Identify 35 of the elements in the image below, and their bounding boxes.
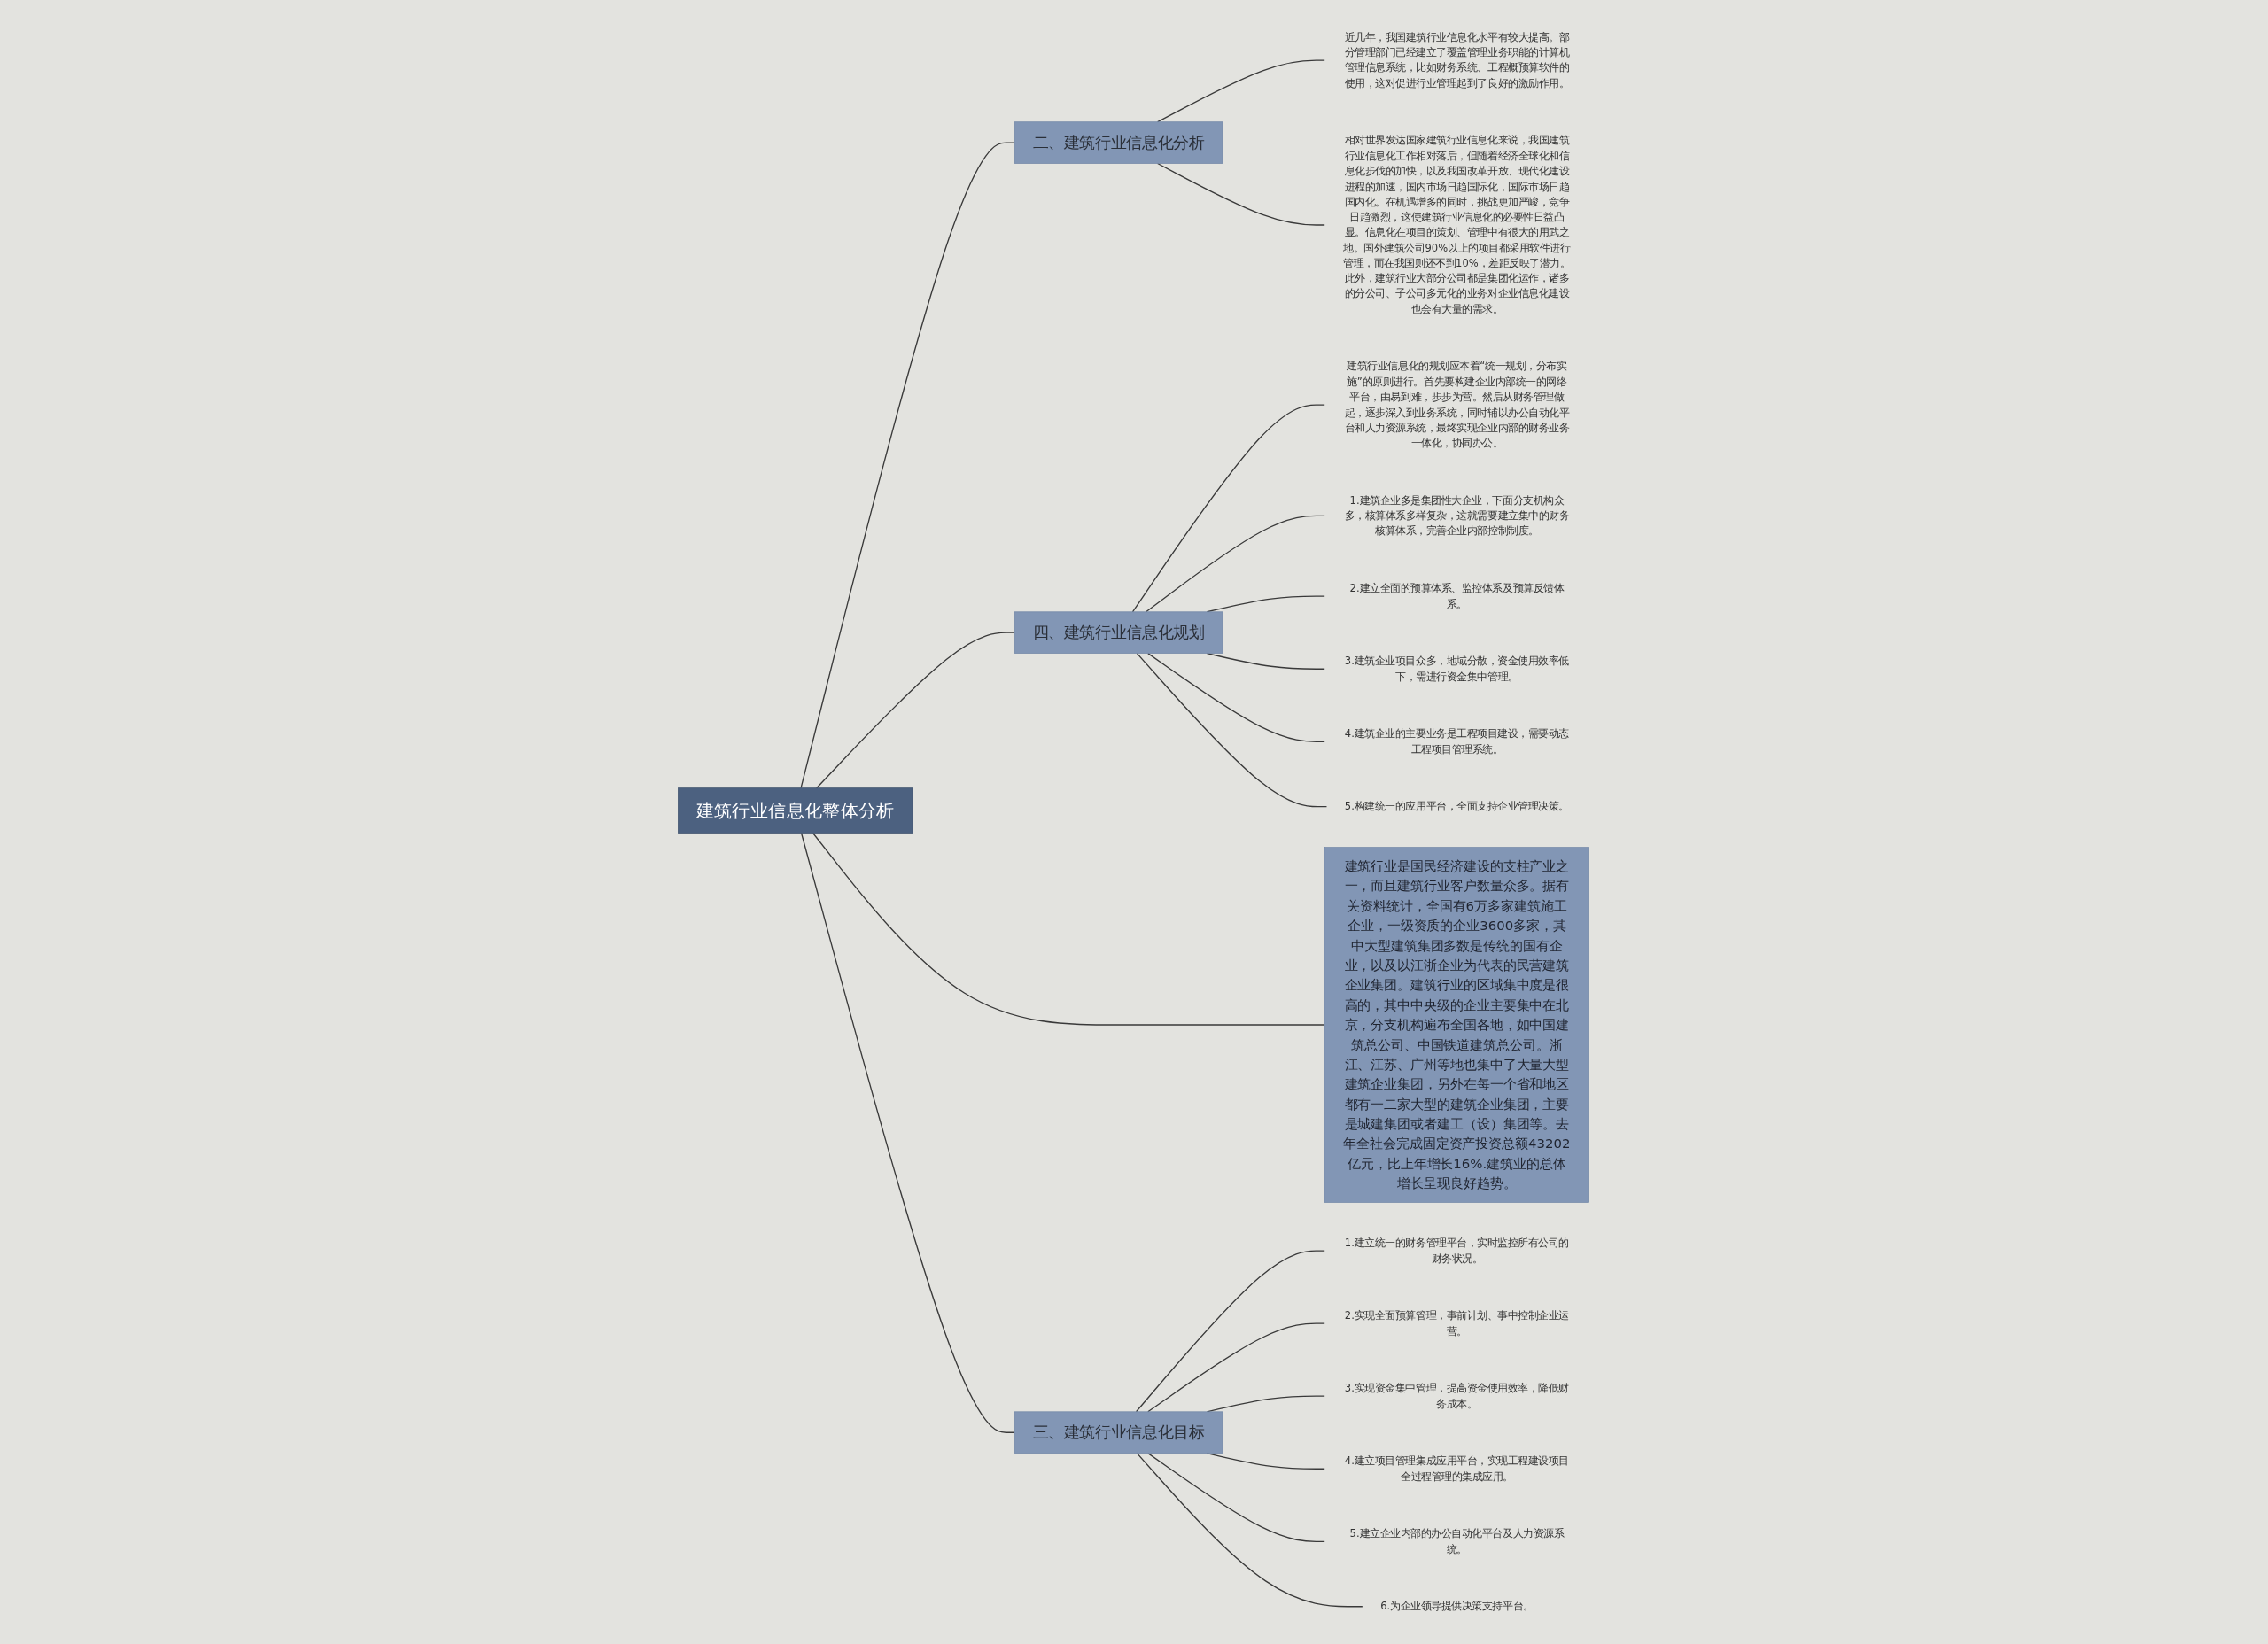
connector xyxy=(1147,1452,1326,1542)
connector xyxy=(1207,1452,1326,1470)
connector xyxy=(816,632,1016,789)
connector xyxy=(1157,59,1326,123)
node-text: 6.为企业领导提供决策支持平台。 xyxy=(1380,1600,1534,1613)
connector xyxy=(1147,1322,1326,1413)
node-text: 建筑行业信息化的规划应本着“统一规划，分布实施”的原则进行。首先要构建企业内部统一的网络平台，由易到难，步步为营。然后从财务管理做起，逐步深入到业务系统，同时辅以办公自动化平台和人力资源系统，最终实现企业内部的财务业务一体化，协同办公。 xyxy=(1345,360,1570,449)
node-text: 相对世界发达国家建筑行业信息化来说，我国建筑行业信息化工作相对落后，但随着经济全球化和信息化步伐的加快，以及我国改革开放、现代化建设进程的加速，国内市场日趋国际化，国际市场日趋国内化。在机遇增多的同时，挑战更加严峻，竞争日趋激烈，这使建筑行业信息化的必要性日益凸显。信息化在项目的策划、管理中有很大的用武之地。国外建筑公司90%以上的项目都采用软件进行管理，而在我国则还不到10%，差距反映了潜力。此外，建筑行业大部分公司都是集团化运作，诸多的分公司、子公司多元化的业务对企业信息化建设也会有大量的需求。 xyxy=(1343,134,1571,315)
node-text: 3.实现资金集中管理，提高资金使用效率，降低财务成本。 xyxy=(1345,1382,1570,1410)
connector xyxy=(800,142,1016,789)
node-text: 2.实现全面预算管理，事前计划、事中控制企业运营。 xyxy=(1345,1309,1570,1338)
node-text: 1.建立统一的财务管理平台，实时监控所有公司的财务状况。 xyxy=(1345,1237,1570,1264)
connector xyxy=(1136,1250,1326,1413)
connector xyxy=(1147,652,1326,742)
node-box: 二、建筑行业信息化分析 xyxy=(1014,121,1223,164)
node-text: 5.建立企业内部的办公自动化平台及人力资源系统。 xyxy=(1350,1527,1565,1555)
connector xyxy=(1207,652,1326,670)
connector xyxy=(1137,1452,1363,1608)
node-text: 3.建筑企业项目众多，地域分散，资金使用效率低下，需进行资金集中管理。 xyxy=(1345,655,1570,683)
connector xyxy=(1132,404,1326,613)
node-box: 四、建筑行业信息化规划 xyxy=(1014,611,1223,654)
connector xyxy=(1137,652,1328,808)
node-box: 建筑行业信息化整体分析 xyxy=(678,787,913,834)
connector xyxy=(1146,515,1326,613)
node-text: 4.建立项目管理集成应用平台，实现工程建设项目全过程管理的集成应用。 xyxy=(1345,1454,1570,1483)
node-box: 三、建筑行业信息化目标 xyxy=(1014,1411,1223,1454)
connector xyxy=(812,832,1326,1026)
node-text: 2.建立全面的预算体系、监控体系及预算反馈体系。 xyxy=(1350,582,1565,610)
node-text: 1.建筑企业多是集团性大企业，下面分支机构众多，核算体系多样复杂，这就需要建立集中的财务核算体系，完善企业内部控制制度。 xyxy=(1345,493,1570,538)
node-box: 建筑行业是国民经济建设的支柱产业之一，而且建筑行业客户数量众多。据有关资料统计，全国有6万多家建筑施工企业，一级资质的企业3600多家，其中大型建筑集团多数是传统的国有企业，以及以江浙企业为代表的民营建筑企业集团。建筑行业的区域集中度是很高的，其中中央级的企业主要集中在北京，分支机构遍布全国各地，如中国建筑总公司、中国铁道建筑总公司。浙江、江苏、广州等地也集中了大量大型建筑企业集团，另外在每一个省和地区都有一二家大型的建筑企业集团，主要是城建集团或者建工（设）集团等。去年全社会完成固定资产投资总额43202亿元，比上年增长16%.建筑业的总体增长呈现良好趋势。 xyxy=(1324,847,1590,1203)
node-text: 近几年，我国建筑行业信息化水平有较大提高。部分管理部门已经建立了覆盖管理业务职能的计算机管理信息系统，比如财务系统、工程概预算软件的使用，这对促进行业管理起到了良好的激励作用。 xyxy=(1345,30,1570,89)
node-text: 4.建筑企业的主要业务是工程项目建设，需要动态工程项目管理系统。 xyxy=(1345,727,1570,756)
connector xyxy=(1157,162,1326,226)
connector xyxy=(801,832,1016,1433)
node-text: 5.构建统一的应用平台，全面支持企业管理决策。 xyxy=(1345,800,1570,812)
